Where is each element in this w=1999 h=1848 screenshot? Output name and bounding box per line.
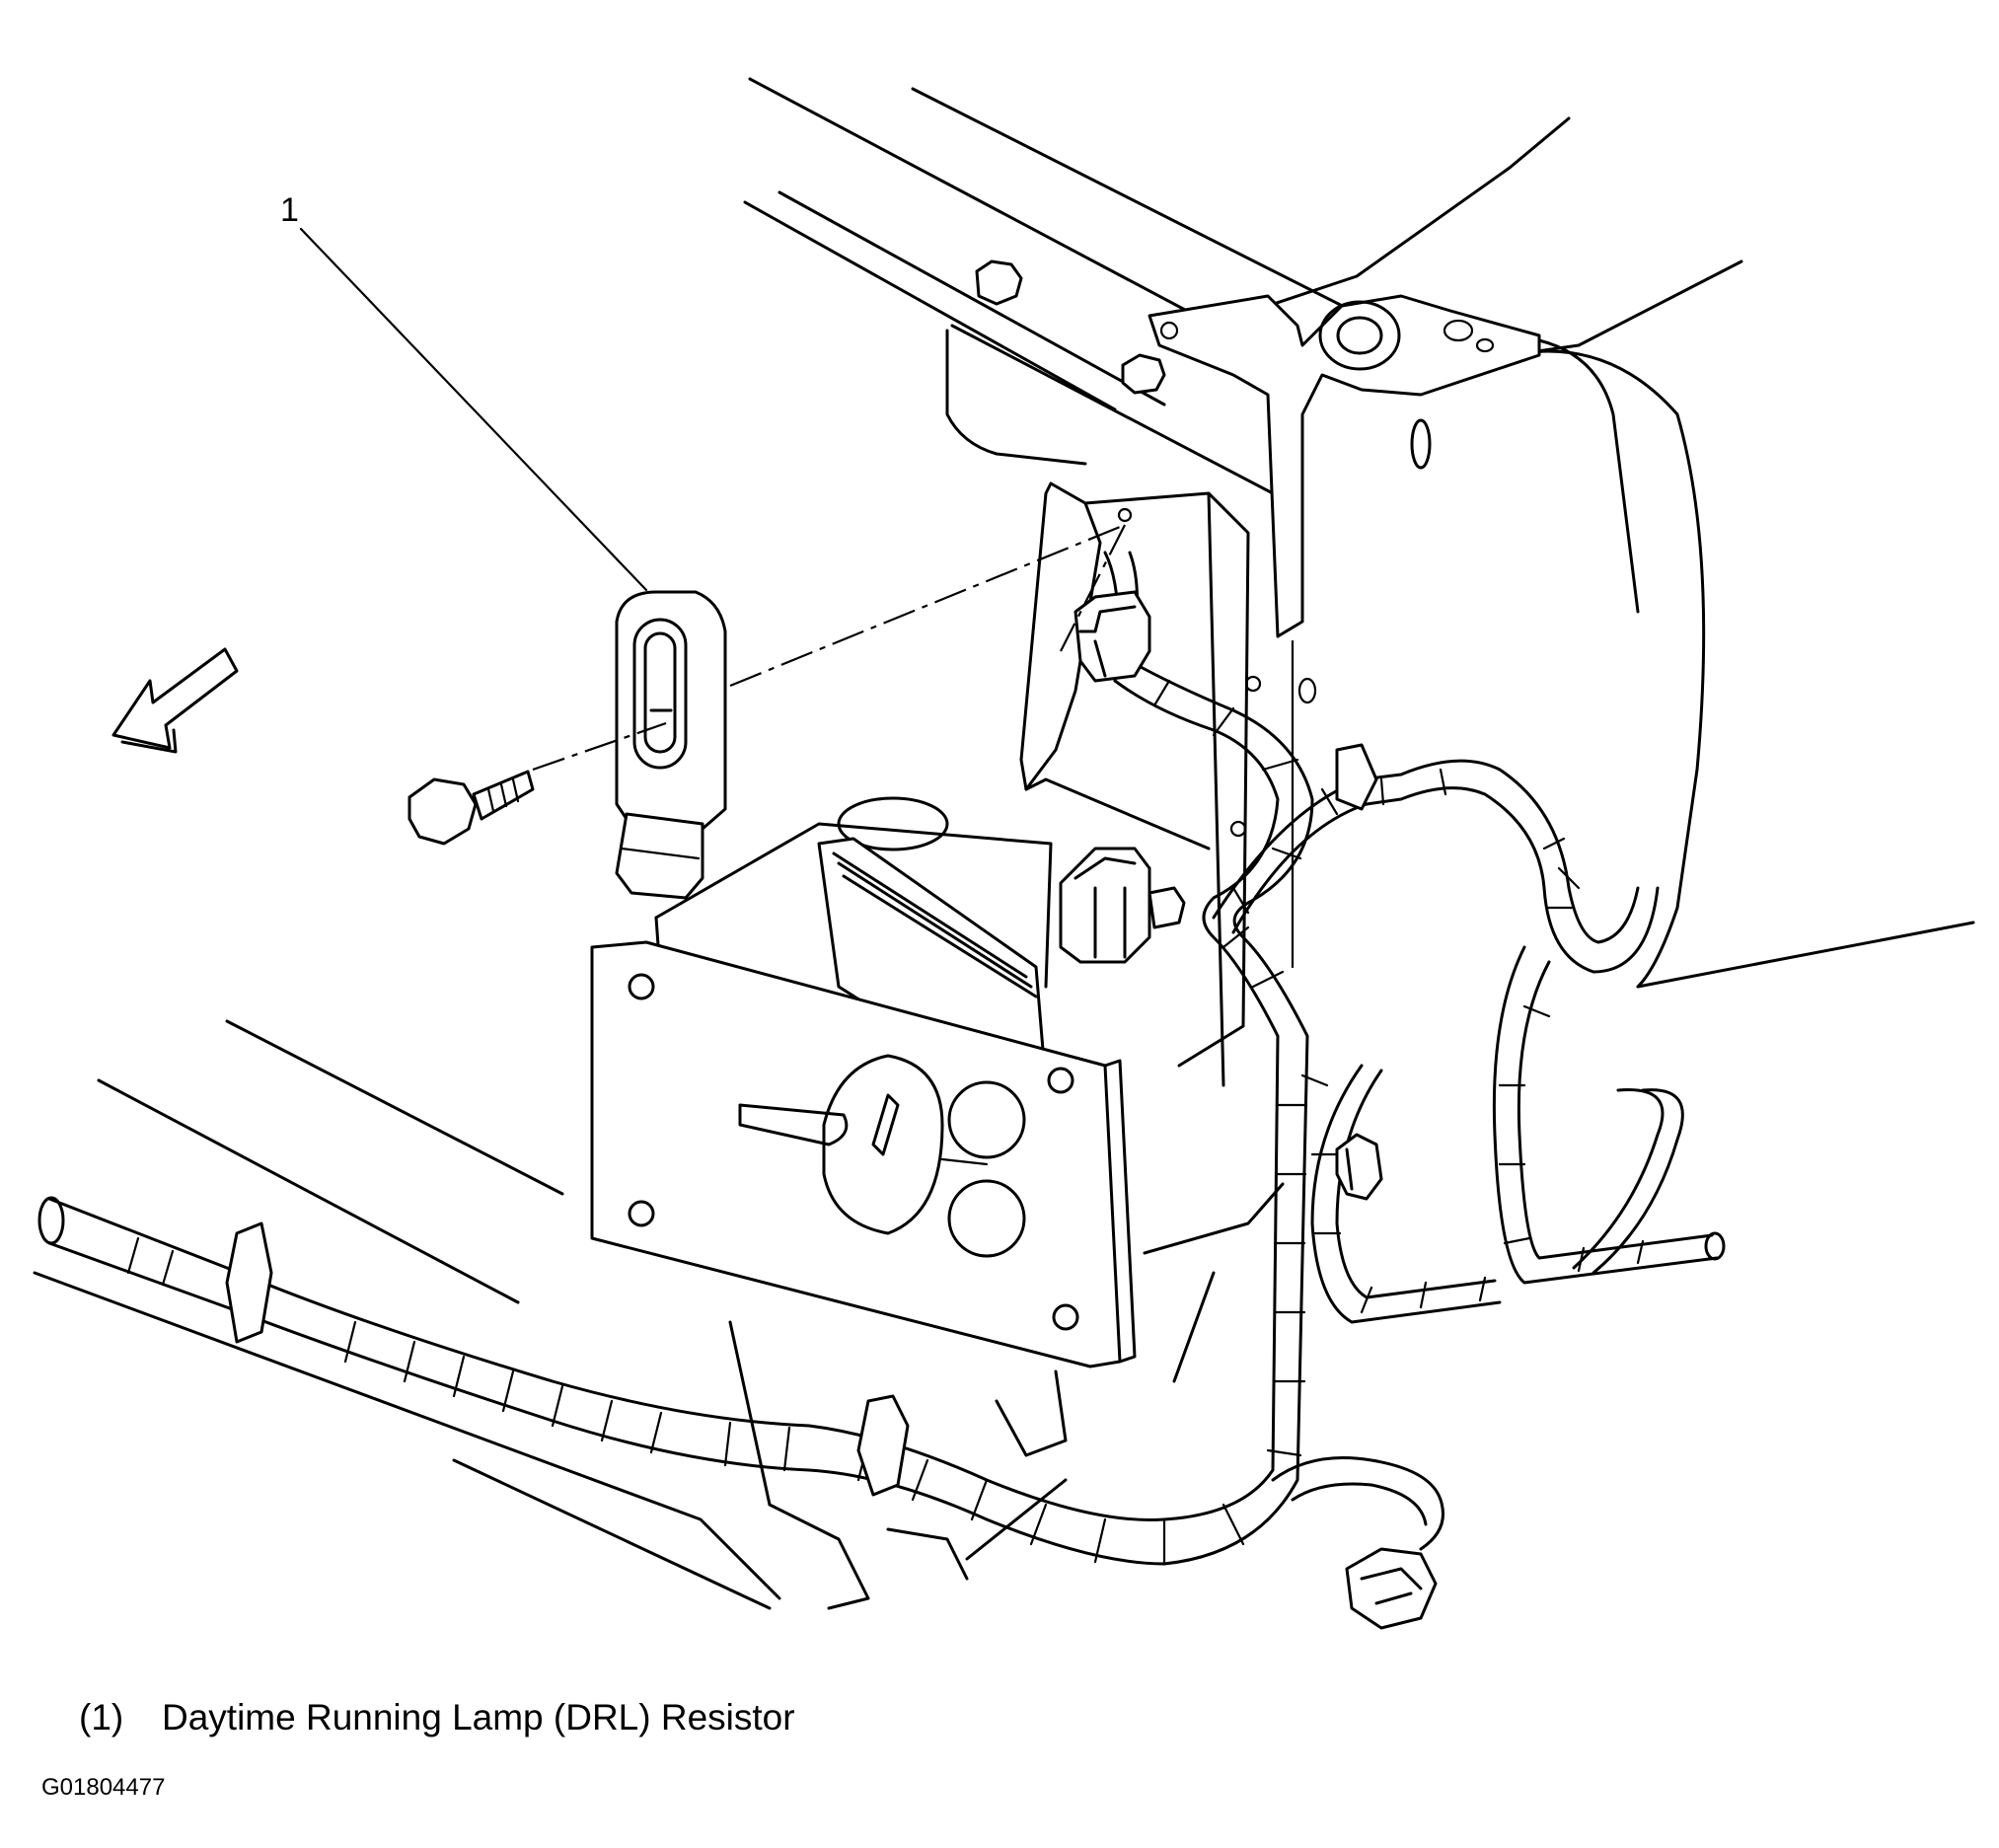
lower-front-panel xyxy=(33,1019,1068,1610)
legend-label: Daytime Running Lamp (DRL) Resistor xyxy=(162,1697,795,1737)
resistor-bolt xyxy=(407,770,535,846)
support-column xyxy=(1019,481,1317,1383)
installation-center-lines xyxy=(532,523,1126,772)
callout-number-1: 1 xyxy=(280,191,299,229)
upper-body-panel xyxy=(743,77,1975,989)
legend-item: (1) Daytime Running Lamp (DRL) Resistor xyxy=(79,1699,795,1736)
forward-direction-arrow-icon xyxy=(111,647,239,754)
drl-resistor xyxy=(615,590,727,900)
mounting-bracket xyxy=(1148,294,1541,638)
harness-connectors xyxy=(1059,590,1438,1630)
upper-bolts xyxy=(975,259,1166,395)
figure-id: G01804477 xyxy=(41,1774,166,1801)
mounting-plate xyxy=(590,940,1137,1457)
harness-clips xyxy=(225,743,1378,1497)
callout-leader-line xyxy=(299,227,648,592)
legend-number: (1) xyxy=(79,1697,124,1737)
wiring-harness xyxy=(37,551,1726,1566)
